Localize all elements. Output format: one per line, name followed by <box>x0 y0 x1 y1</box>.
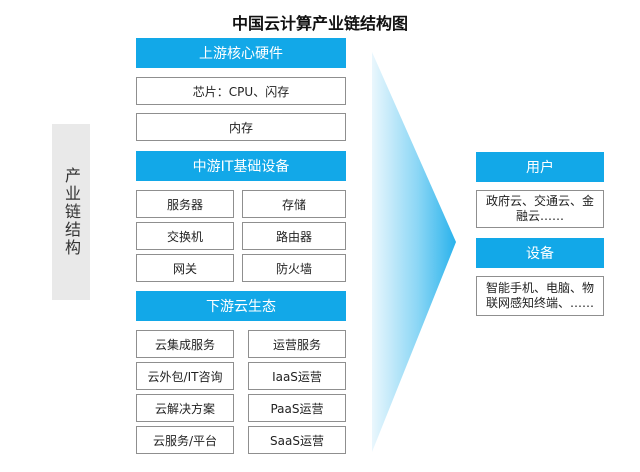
users-header: 用户 <box>476 152 604 182</box>
users-text-box: 政府云、交通云、金融云…… <box>476 190 604 228</box>
midstream-item-switch: 交换机 <box>136 222 234 250</box>
downstream-item-solutions: 云解决方案 <box>136 394 234 422</box>
downstream-item-paas: PaaS运营 <box>248 394 346 422</box>
upstream-header: 上游核心硬件 <box>136 38 346 68</box>
upstream-memory-box: 内存 <box>136 113 346 141</box>
downstream-item-cloud-integration: 云集成服务 <box>136 330 234 358</box>
diagram-title: 中国云计算产业链结构图 <box>231 14 408 33</box>
midstream-item-router: 路由器 <box>242 222 346 250</box>
flow-arrow-icon <box>372 52 456 452</box>
downstream-item-iaas: IaaS运营 <box>248 362 346 390</box>
midstream-item-server: 服务器 <box>136 190 234 218</box>
side-label-panel: 产业链结构 <box>52 124 90 300</box>
devices-text-box: 智能手机、电脑、物联网感知终端、…… <box>476 276 604 316</box>
midstream-item-storage: 存储 <box>242 190 346 218</box>
upstream-chips-box: 芯片：CPU、闪存 <box>136 77 346 105</box>
downstream-item-saas: SaaS运营 <box>248 426 346 454</box>
devices-header: 设备 <box>476 238 604 268</box>
midstream-item-firewall: 防火墙 <box>242 254 346 282</box>
downstream-header: 下游云生态 <box>136 291 346 321</box>
midstream-item-gateway: 网关 <box>136 254 234 282</box>
downstream-item-operations: 运营服务 <box>248 330 346 358</box>
downstream-item-outsourcing: 云外包/IT咨询 <box>136 362 234 390</box>
side-label-text: 产业链结构 <box>62 167 81 257</box>
downstream-item-platform: 云服务/平台 <box>136 426 234 454</box>
midstream-header: 中游IT基础设备 <box>136 151 346 181</box>
